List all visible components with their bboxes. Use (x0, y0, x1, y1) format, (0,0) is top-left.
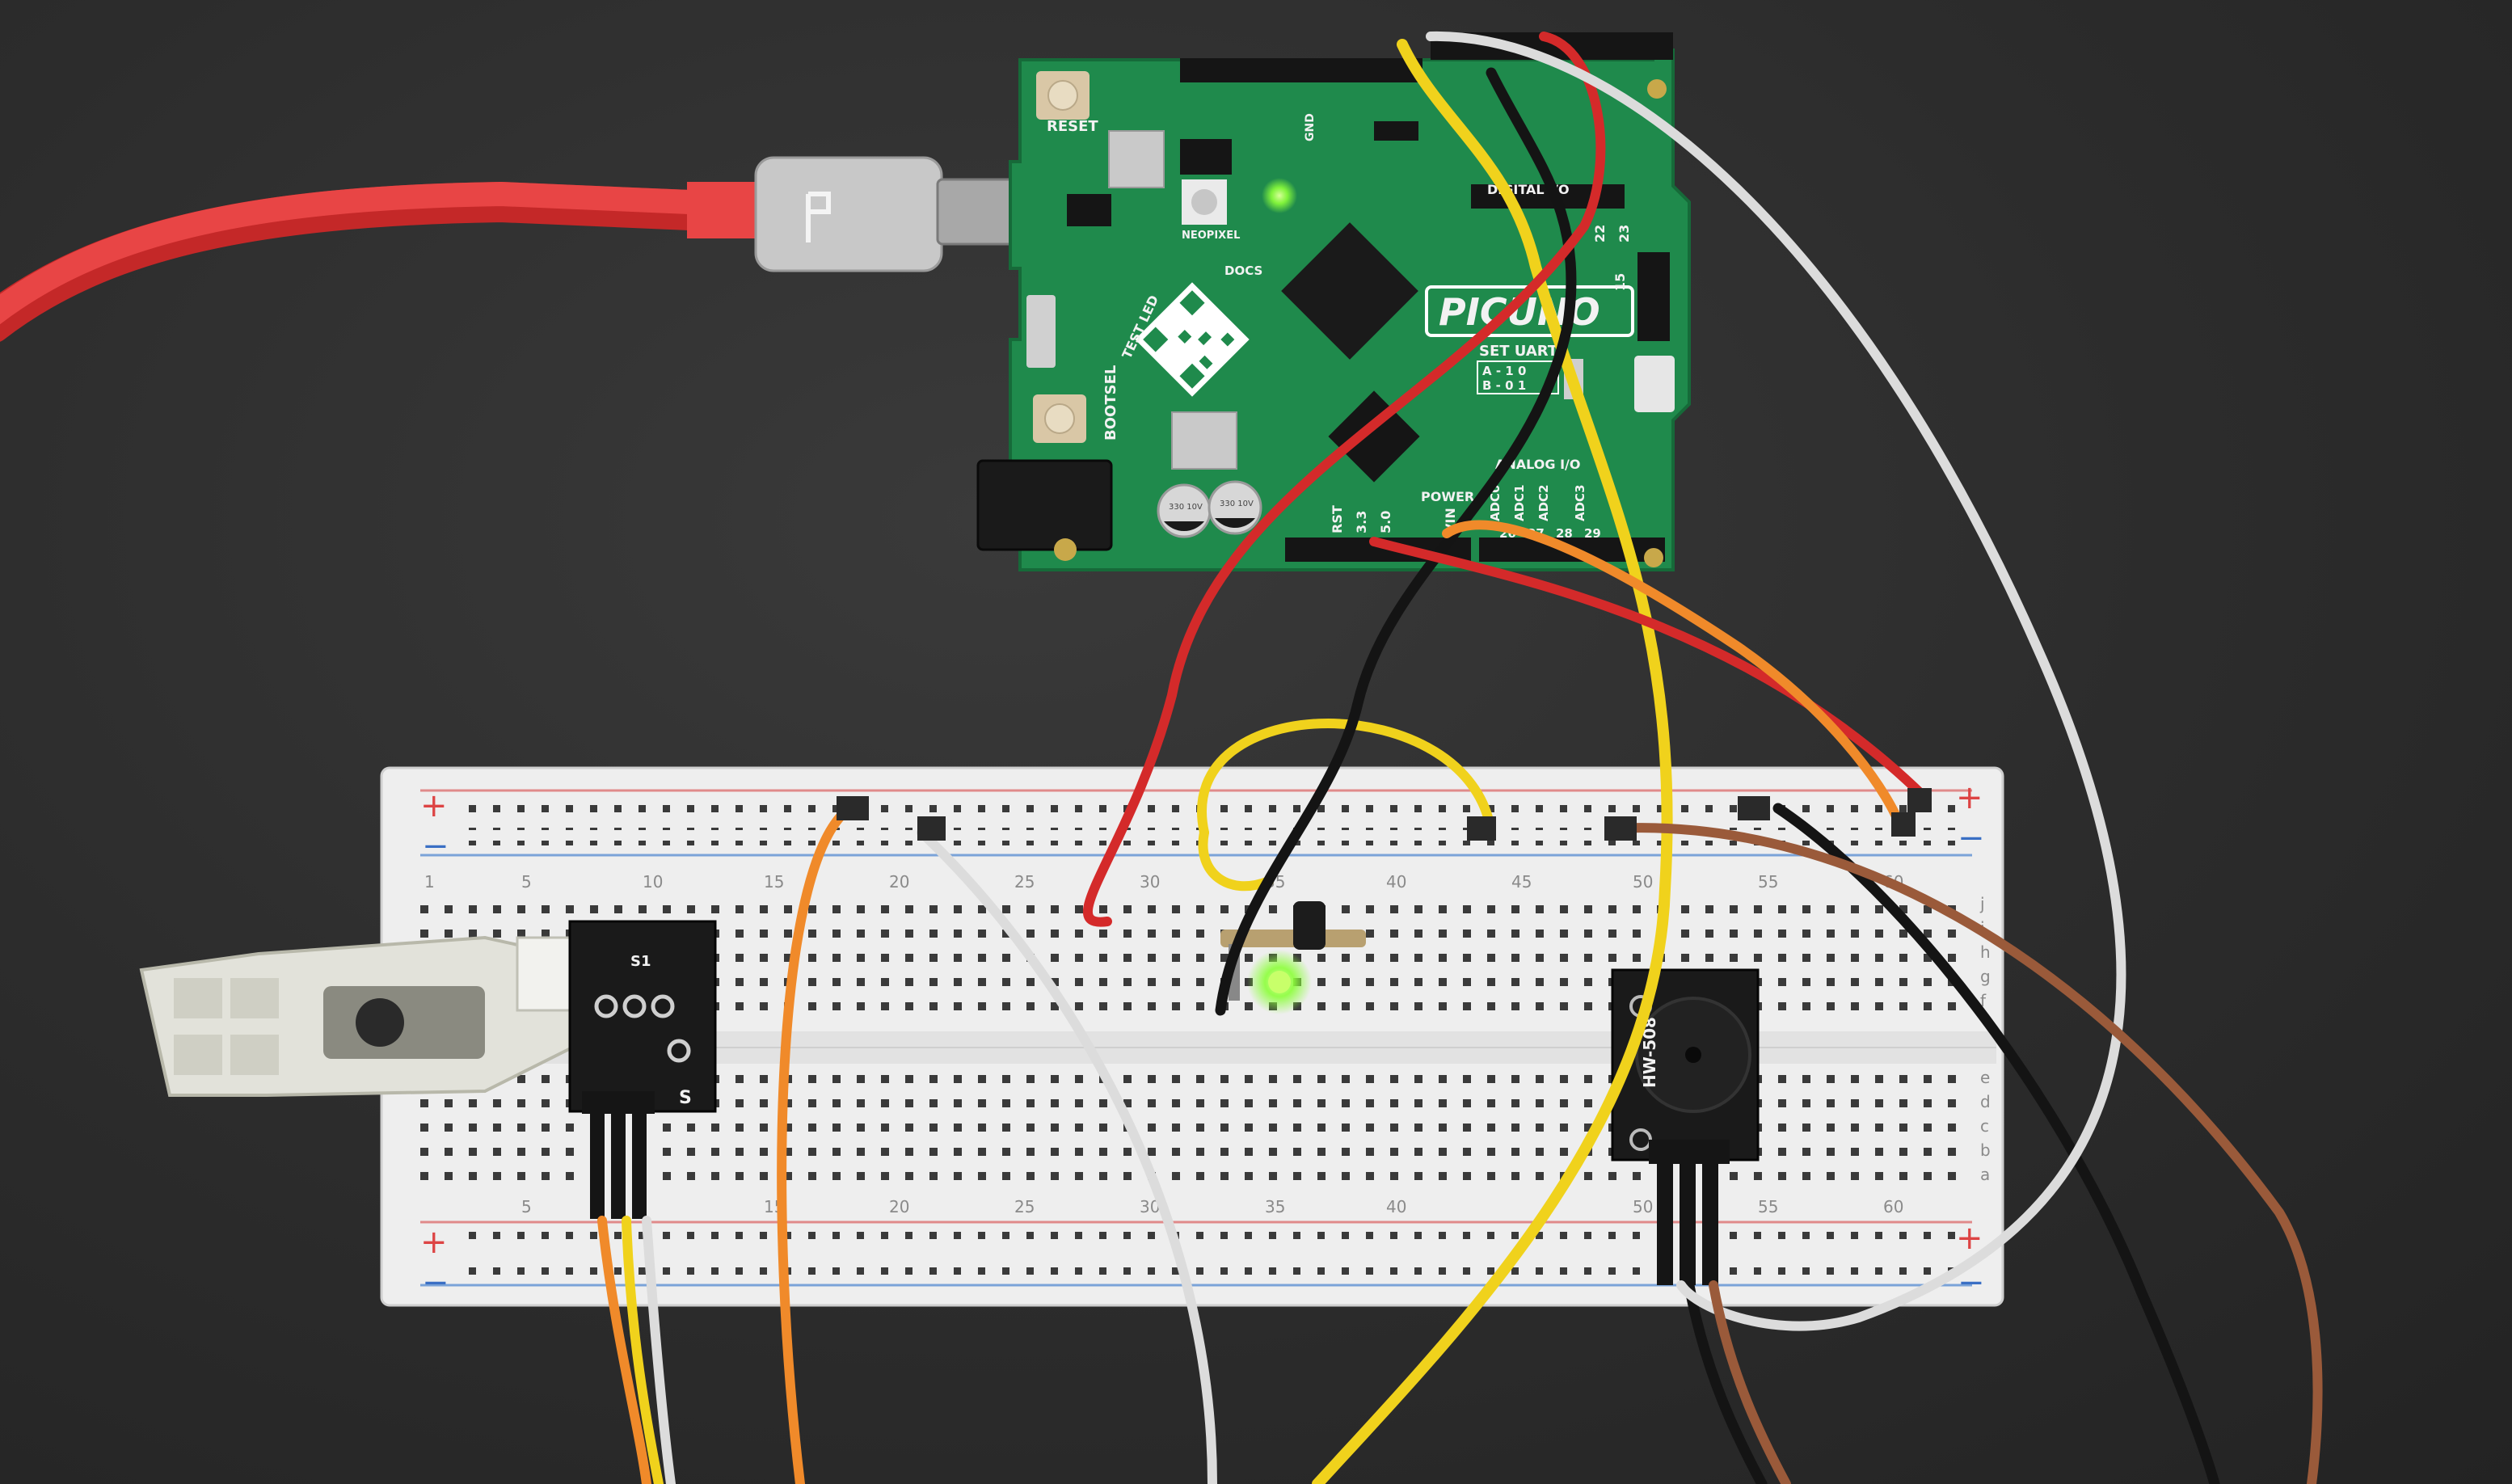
analog-io-label: ANALOG I/O (1495, 457, 1580, 472)
sensor-s1-label: S1 (630, 953, 651, 970)
orange-wire-1 (1442, 520, 1904, 829)
col-num-top: 25 (1014, 872, 1035, 892)
pin-v50: 5.0 (1378, 511, 1393, 533)
bootsel-button[interactable] (1033, 394, 1086, 443)
col-num-bottom: 5 (521, 1197, 532, 1216)
pin-adc3: ADC3 (1573, 484, 1587, 521)
white-wire-1 (1426, 31, 2126, 1331)
pin-29: 29 (1584, 526, 1601, 541)
col-num-bottom: 20 (889, 1197, 909, 1216)
row-letter: e (1980, 1068, 1990, 1087)
power-label: POWER (1421, 489, 1474, 504)
reset-label: RESET (1047, 118, 1098, 135)
red-wire-1 (1082, 32, 1606, 927)
bootsel-label: BOOTSEL (1102, 365, 1119, 441)
power-led (1262, 178, 1297, 213)
slide-switch[interactable] (1026, 295, 1056, 368)
row-letter: f (1980, 991, 1987, 1010)
col-num-bottom: 25 (1014, 1197, 1035, 1216)
side-connector (1634, 356, 1675, 412)
sensor-s-label: S (679, 1088, 692, 1108)
col-num-bottom: 50 (1633, 1197, 1653, 1216)
col-num-top: 15 (764, 872, 784, 892)
row-letter: d (1980, 1092, 1991, 1111)
orange-wire-2 (777, 812, 845, 1484)
svg-text:330 10V: 330 10V (1220, 500, 1254, 508)
red-wire-2 (1369, 537, 1928, 801)
white-wire-2 (917, 828, 1217, 1484)
capacitor-1: 330 10V (1157, 483, 1212, 538)
col-num-top: 40 (1386, 872, 1406, 892)
col-num-top: 1 (424, 872, 435, 892)
rail-plus-bottom-right: + (1956, 1220, 1983, 1257)
col-num-top: 50 (1633, 872, 1653, 892)
tilt-switch-module: S1 S (139, 920, 717, 1219)
led-module (1220, 901, 1366, 1014)
pin-adc2: ADC2 (1536, 484, 1551, 521)
set-uart-label: SET UART (1479, 343, 1558, 360)
voltage-regulator (1108, 130, 1165, 188)
dc-barrel-jack (976, 459, 1113, 551)
usb-c-plug (754, 156, 943, 272)
uart-b-label: B - 0 1 (1482, 378, 1526, 393)
pin-adc1: ADC1 (1512, 484, 1527, 521)
yellow-wire (1312, 39, 1673, 1484)
col-num-top: 20 (889, 872, 909, 892)
col-num-top: 30 (1140, 872, 1160, 892)
col-num-top: 45 (1511, 872, 1532, 892)
svg-text:330 10V: 330 10V (1169, 503, 1203, 512)
buzzer-module: HW-508 (1611, 968, 1760, 1285)
neopixel-label: NEOPIXEL (1182, 230, 1240, 242)
col-num-top: 5 (521, 872, 532, 892)
brown-wire (1608, 823, 2323, 1484)
pin-23: 23 (1616, 225, 1632, 242)
pin-22: 22 (1592, 225, 1608, 242)
jumper-wires (597, 31, 2323, 1484)
usb-c-cable (0, 156, 1036, 342)
pin-v33: 3.3 (1354, 511, 1369, 533)
pin-adc0: ADC0 (1488, 484, 1503, 521)
capacitor-2: 330 10V (1208, 480, 1262, 535)
pin-rst: RST (1330, 505, 1345, 533)
black-wire (1215, 67, 1577, 1016)
col-num-bottom: 60 (1883, 1197, 1903, 1216)
pin-15: 15 (1612, 273, 1628, 291)
row-letter: a (1980, 1165, 1990, 1184)
row-letter: h (1980, 942, 1991, 962)
rail-minus-bottom-left: − (422, 1264, 449, 1301)
col-num-top: 55 (1758, 872, 1778, 892)
col-num-bottom: 35 (1265, 1197, 1285, 1216)
reset-button[interactable] (1036, 71, 1090, 120)
row-letter: j (1979, 894, 1985, 913)
rail-minus-top-left: − (422, 828, 449, 865)
uart-a-label: A - 1 0 (1482, 364, 1526, 378)
yellow-loop-wire (1197, 719, 1496, 837)
rail-minus-top-right: − (1958, 820, 1985, 857)
pin-28: 28 (1556, 526, 1573, 541)
col-num-bottom: 55 (1758, 1197, 1778, 1216)
picuno-board: RESET BOOTSEL NEOPIXEL (976, 32, 1691, 571)
rp2040-chip (1281, 222, 1418, 360)
qr-code (1135, 282, 1250, 397)
col-num-bottom: 40 (1386, 1197, 1406, 1216)
rail-plus-bottom-left: + (420, 1224, 448, 1261)
rail-plus-top-left: + (420, 787, 448, 824)
docs-label: DOCS (1224, 263, 1262, 278)
rail-plus-top-right: + (1956, 779, 1983, 816)
row-letter: g (1980, 967, 1991, 986)
col-num-top: 10 (643, 872, 663, 892)
row-letter: c (1980, 1116, 1989, 1136)
row-letter: b (1980, 1140, 1991, 1160)
gnd-label: GND (1304, 113, 1317, 141)
